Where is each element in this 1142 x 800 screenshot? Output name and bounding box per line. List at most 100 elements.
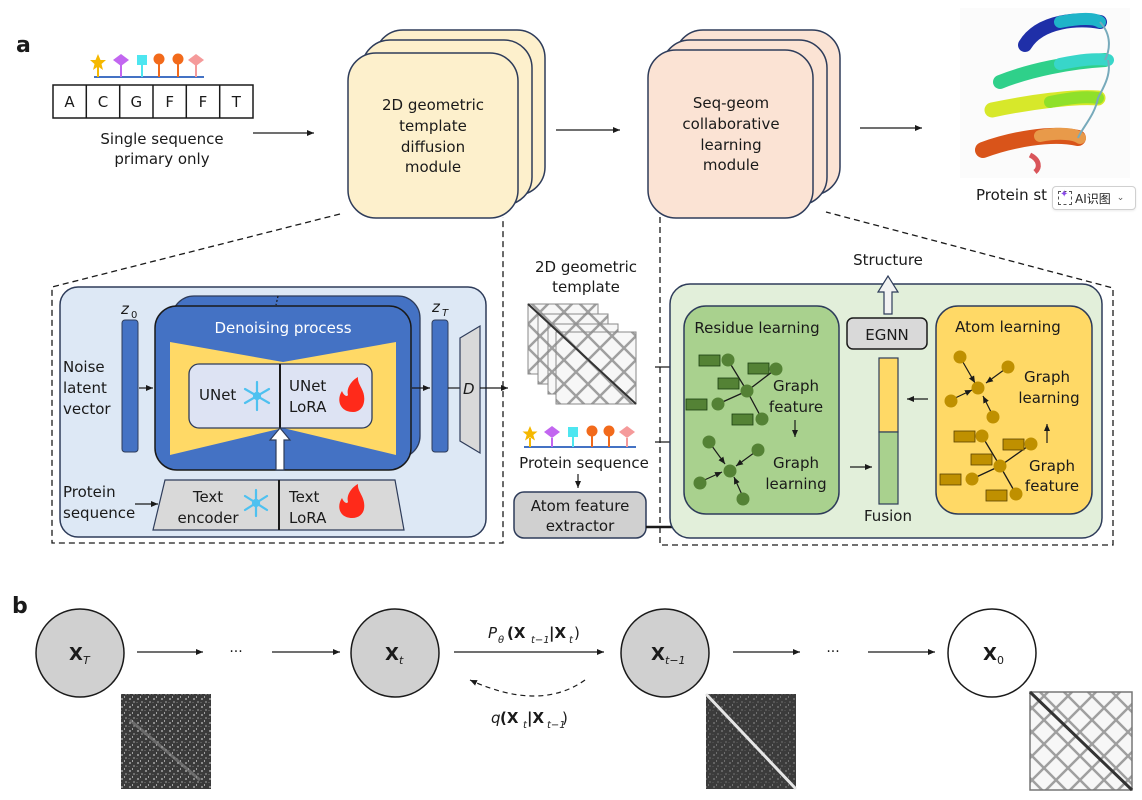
svg-text:(X: (X [507, 624, 526, 642]
svg-text:): ) [562, 709, 568, 727]
module-title: learning [700, 136, 761, 154]
residue-title: Residue learning [694, 319, 819, 337]
ai-recognize-button[interactable]: AI识图 ⌄ [1052, 186, 1136, 210]
chevron-down-icon: ⌄ [1116, 193, 1125, 203]
sequence-glyphs [90, 53, 204, 78]
unet-lora-label: UNet [289, 377, 326, 395]
svg-text:P: P [488, 624, 498, 642]
glyph-circle-icon [153, 53, 165, 77]
atom-extractor-label: extractor [546, 517, 615, 535]
egnn-label: EGNN [865, 326, 909, 344]
node-xt [350, 608, 440, 698]
svg-text:t: t [399, 654, 404, 667]
unet-lora-label: LoRA [289, 398, 327, 416]
ai-scan-icon [1058, 189, 1072, 205]
module-collab-card: Seq-geom collaborative learning module [647, 29, 841, 219]
forward-process-label: q (X t |X t−1 ) [491, 709, 568, 731]
svg-text:X: X [651, 644, 665, 665]
svg-text:feature: feature [769, 398, 823, 416]
module-title: module [405, 158, 461, 176]
node-x0 [947, 608, 1037, 698]
decoder-label: D [463, 380, 475, 398]
ai-badge-label: AI识图 [1075, 191, 1111, 206]
contact-map-stack [527, 303, 637, 405]
protein-sequence-label: Protein sequence [519, 454, 649, 472]
svg-text:Graph: Graph [1029, 457, 1075, 475]
svg-text:X: X [69, 644, 83, 665]
protein-seq-label: Protein [63, 483, 116, 501]
z0-label: z [120, 300, 130, 318]
text-lora-label: Text [288, 488, 319, 506]
svg-text:feature: feature [1025, 477, 1079, 495]
z0-sub: 0 [131, 310, 137, 321]
structure-label: Structure [853, 251, 923, 269]
node-xt-minus-1 [620, 608, 710, 698]
diffusion-detail-panel: z 0 Noise latent vector Denoising proces… [59, 286, 508, 538]
noise-label: Noise [63, 358, 105, 376]
input-caption: Single sequence [100, 130, 223, 148]
svg-text:T: T [83, 654, 91, 667]
noise-label: latent [63, 379, 107, 397]
diffusion-chain: X T ··· X t P θ (X t−1 |X t ) q (X t |X … [35, 608, 1134, 792]
noise-image-xT [121, 694, 211, 789]
reverse-process-label: P θ (X t−1 |X t ) [488, 624, 580, 646]
svg-text:θ: θ [498, 635, 504, 646]
residue: F [199, 93, 208, 111]
svg-text:t: t [523, 720, 528, 731]
flame-icon [339, 484, 365, 518]
zoom-guide-lines [51, 211, 1114, 546]
glyph-diamond-icon [188, 54, 204, 77]
panel-letter-b: b [12, 594, 28, 619]
denoising-title: Denoising process [214, 319, 351, 337]
zT-label: z [431, 298, 441, 316]
svg-text:Graph: Graph [1024, 368, 1070, 386]
protein-structure-image [960, 8, 1130, 178]
feature-vector-icon [685, 354, 770, 426]
template-label: template [552, 278, 620, 296]
svg-text:X: X [983, 644, 997, 665]
middle-column: 2D geometric template Protein sequence [513, 258, 1014, 539]
residue: F [165, 93, 174, 111]
module-title: module [703, 156, 759, 174]
svg-text:q: q [491, 709, 501, 727]
feature-vector-icon [939, 430, 1025, 502]
svg-text:|X: |X [527, 709, 544, 728]
residue: T [231, 93, 242, 111]
svg-text:t: t [569, 635, 574, 646]
svg-text:t−1: t−1 [531, 635, 550, 646]
text-encoder-label: encoder [177, 509, 239, 527]
noise-label: vector [63, 400, 111, 418]
snowflake-icon [243, 488, 269, 518]
module-title: Seq-geom [693, 94, 769, 112]
fusion-label: Fusion [864, 507, 912, 525]
module-title: collaborative [682, 115, 779, 133]
glyph-square-icon [137, 55, 147, 77]
atom-extractor-label: Atom feature [531, 497, 630, 515]
residue-boxes: A C G F F T [52, 84, 254, 119]
glyph-circle-icon [172, 53, 184, 77]
snowflake-icon [243, 380, 271, 412]
residue: A [64, 93, 75, 111]
module-title: diffusion [401, 138, 465, 156]
collab-detail-panel: Structure EGNN Fusion Residue learning [669, 251, 1103, 539]
glyph-diamond-icon [113, 54, 129, 77]
module-diffusion-card: 2D geometric template diffusion module [347, 29, 546, 219]
svg-text:): ) [574, 624, 580, 642]
template-label: 2D geometric [535, 258, 637, 276]
zT-sub: T [442, 308, 449, 319]
module-title: 2D geometric [382, 96, 484, 114]
svg-text:···: ··· [229, 644, 242, 660]
protein-seq-label: sequence [63, 504, 135, 522]
text-lora-label: LoRA [289, 509, 327, 527]
svg-text:(X: (X [500, 709, 519, 727]
svg-text:learning: learning [765, 475, 826, 493]
atom-title: Atom learning [955, 318, 1061, 336]
svg-text:t−1: t−1 [665, 654, 686, 667]
structure-caption: Protein st [976, 186, 1047, 204]
text-encoder-label: Text [192, 488, 223, 506]
svg-text:t−1: t−1 [547, 720, 566, 731]
glyph-star-icon [90, 54, 106, 77]
svg-text:Graph: Graph [773, 454, 819, 472]
panel-letter-a: a [16, 33, 31, 58]
